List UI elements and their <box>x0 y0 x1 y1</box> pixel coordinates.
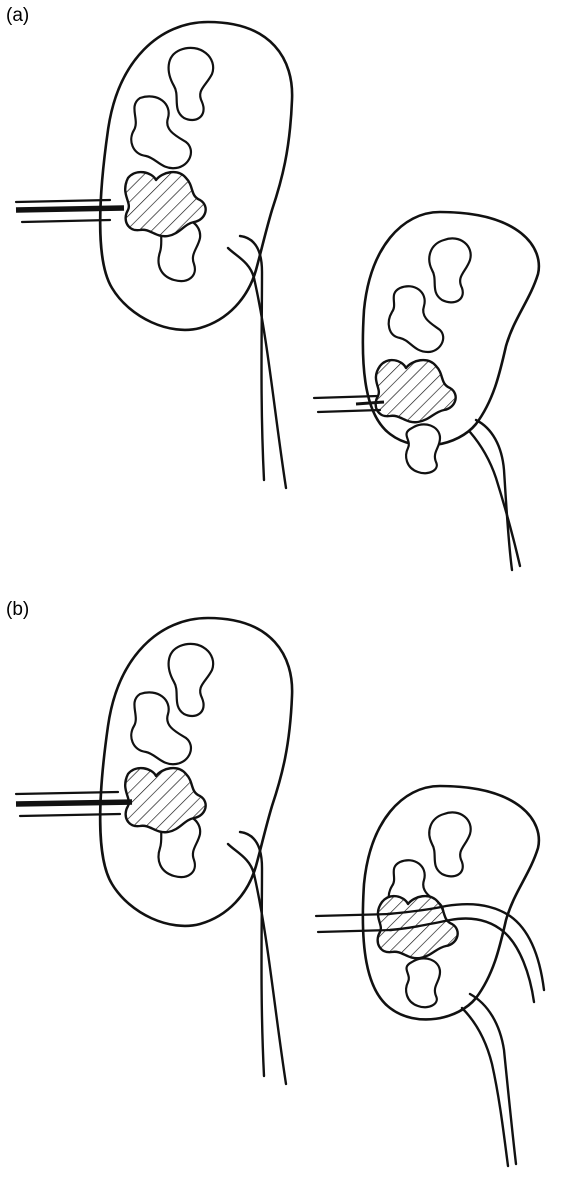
calyx-upper <box>429 812 470 876</box>
sheath-lower <box>318 410 380 412</box>
panel-a-illustration <box>0 0 576 590</box>
calyx-upper <box>169 644 214 716</box>
kidney-large-a <box>100 22 292 488</box>
kidney-small-b <box>363 786 539 1166</box>
calyx-lower <box>406 958 440 1007</box>
ureter-inner <box>470 994 516 1164</box>
sheath-upper <box>16 792 118 794</box>
probe-rod <box>16 802 132 804</box>
ureter-outer <box>462 1008 508 1166</box>
ureter-inner <box>476 420 512 570</box>
ureter-outer <box>228 248 286 488</box>
sheath-upper <box>16 200 110 202</box>
sheath-lower <box>22 220 110 222</box>
calyx-upper <box>429 238 470 302</box>
sheath-lower <box>20 814 120 816</box>
kidney-small-a <box>363 212 539 570</box>
instrument-large-a <box>16 200 124 222</box>
probe-rod <box>16 208 124 210</box>
instrument-large-b <box>16 792 132 816</box>
instrument-small-a <box>314 396 384 412</box>
probe-rod <box>356 402 384 404</box>
ureter-outer <box>470 432 520 566</box>
calyx-middle <box>389 286 443 352</box>
calyx-lower <box>406 424 440 473</box>
kidney-large-b <box>100 618 292 1084</box>
ureter-outer <box>228 844 286 1084</box>
kidney-stone <box>376 360 456 422</box>
panel-b-illustration <box>0 590 576 1179</box>
panel-b: (b) <box>0 590 576 1179</box>
panel-a: (a) <box>0 0 576 590</box>
calyx-upper <box>169 48 214 120</box>
